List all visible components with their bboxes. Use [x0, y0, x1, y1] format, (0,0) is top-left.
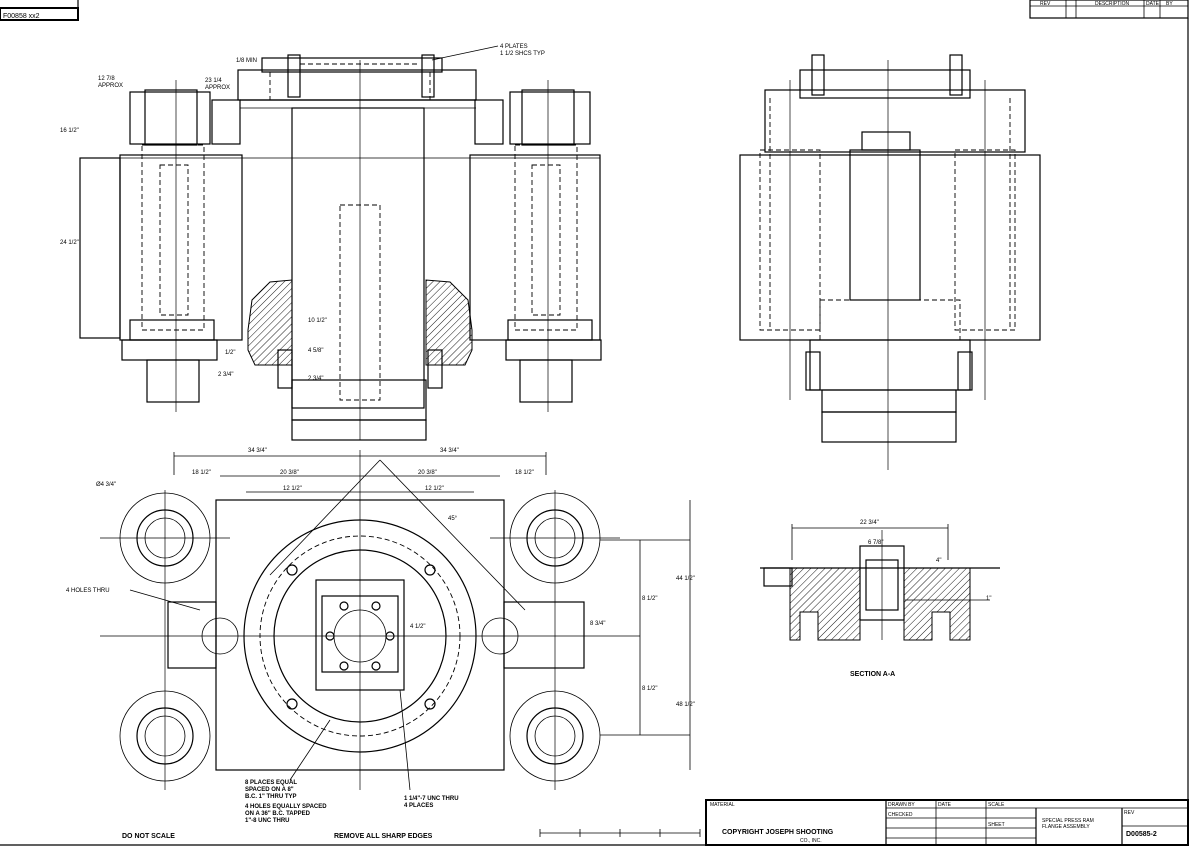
dim-plan-b: 18 1/2" [515, 470, 534, 476]
sheet-label: SHEET [988, 822, 1005, 828]
dim-plan-h: 48 1/2" [676, 702, 695, 708]
side-elevation-view [739, 54, 1041, 470]
section-label: SECTION A-A [850, 671, 895, 678]
plan-tag: Ø4 3/4" [96, 482, 116, 488]
dim-mid-5: 1/2" [225, 350, 235, 356]
dim-plan-l: 4 1/2" [410, 624, 425, 630]
edge-note: REMOVE ALL SHARP EDGES [334, 833, 433, 840]
material-label: MATERIAL [710, 802, 735, 808]
dim-plan-k: 8 3/4" [590, 621, 605, 627]
rev-col-3: BY [1166, 1, 1173, 7]
rev-label: REV [1124, 810, 1135, 816]
dim-plan-a: 18 1/2" [192, 470, 211, 476]
detail-dim-4: 1" [986, 596, 991, 602]
section-detail-view [760, 524, 1000, 641]
drawn-label: DRAWN BY [888, 802, 915, 808]
dim-side-2: 24 1/2" [60, 240, 79, 246]
scale-label: SCALE [988, 802, 1005, 808]
dim-top-left-3: 1/8 MIN [236, 58, 257, 64]
dim-plan-g: 44 1/2" [676, 576, 695, 582]
dim-mid-4: 2 3/4" [218, 372, 233, 378]
date-label: DATE [938, 802, 952, 808]
title-block [705, 799, 1189, 846]
dim-mid-3: 2 3/4" [308, 376, 323, 382]
dim-plan-c: 20 3/8" [280, 470, 299, 476]
dim-mid-2: 4 5/8" [308, 348, 323, 354]
plan-view [100, 450, 691, 791]
revision-block: REV DESCRIPTION DATE BY [1029, 0, 1189, 19]
dim-side-1: 16 1/2" [60, 128, 79, 134]
rev-col-0: REV [1040, 1, 1051, 7]
scale-bar [539, 829, 701, 837]
dim-plan-i: 8 1/2" [642, 596, 657, 602]
detail-dim-3: 4" [936, 558, 941, 564]
detail-dim-2: 6 7/8" [868, 540, 883, 546]
rev-col-1: DESCRIPTION [1095, 1, 1130, 7]
dim-mid-1: 10 1/2" [308, 318, 327, 324]
drawing-number-top-left: F00858 xx2 [3, 13, 40, 20]
dim-plan-e: 12 1/2" [283, 486, 302, 492]
drawing-number: D00585-2 [1126, 831, 1157, 838]
dim-plan-f: 12 1/2" [425, 486, 444, 492]
front-elevation-view [79, 54, 602, 441]
dim-plan-overall-2: 34 3/4" [440, 448, 459, 454]
top-leader-line [431, 45, 499, 61]
checked-label: CHECKED [888, 812, 913, 818]
dim-plan-d: 20 3/8" [418, 470, 437, 476]
company-line: CO., INC. [800, 838, 822, 844]
dim-plan-m: 45° [448, 516, 458, 522]
detail-dim-1: 22 3/4" [860, 520, 879, 526]
scale-note: DO NOT SCALE [122, 833, 175, 840]
copyright-text: COPYRIGHT JOSEPH SHOOTING [722, 829, 834, 836]
dim-plan-j: 8 1/2" [642, 686, 657, 692]
plan-leader-label: 4 HOLES THRU [66, 588, 110, 594]
dim-plan-overall-1: 34 3/4" [248, 448, 267, 454]
rev-col-2: DATE [1146, 1, 1160, 7]
